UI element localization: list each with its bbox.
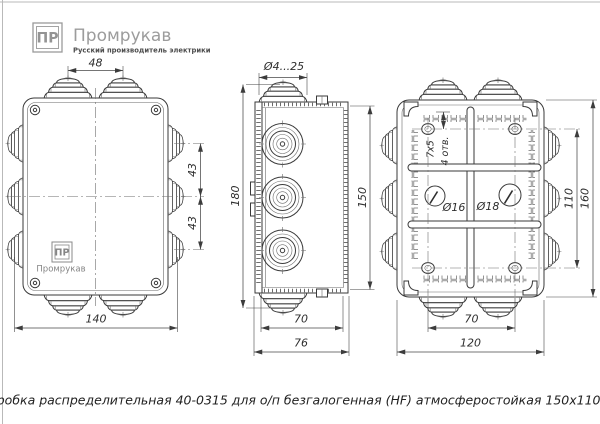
- front-molded-brand: Промрукав: [36, 265, 85, 275]
- side-dim-overall-width-label: 76: [294, 337, 308, 350]
- side-dim-overall-height: 180: [229, 84, 280, 309]
- brand-logo-inner-square: [36, 26, 59, 49]
- back-centerlines: [412, 118, 581, 332]
- back-dim-overall-height: 160: [546, 99, 597, 298]
- front-dim-width: 140: [14, 257, 178, 332]
- brand-name: Промрукав: [73, 26, 171, 46]
- brand-tagline: Русский производитель электрики: [73, 47, 211, 55]
- back-view: Ø16 Ø18 7х5 4 отв. 110 160: [379, 77, 597, 356]
- front-molded-logo: ПР Промрукав: [36, 241, 86, 275]
- back-ribs: [407, 106, 542, 289]
- back-dim-hole-cols-label: 70: [465, 313, 479, 326]
- back-dim-overall-width-label: 120: [460, 337, 481, 350]
- front-molded-monogram: ПР: [55, 248, 70, 259]
- brand-monogram: ПР: [37, 31, 59, 47]
- side-view: Ø4...25 180 150 70 76: [229, 60, 375, 356]
- back-dim-hole-cols: 70: [428, 313, 515, 331]
- front-dim-gland-spacing-label: 48: [89, 57, 103, 70]
- side-dim-gland-range-label: Ø4...25: [263, 60, 304, 73]
- side-dim-body-width: 70: [260, 296, 344, 332]
- front-view: ПР Промрукав 48 43 43 140: [5, 57, 204, 332]
- front-dim-gland-spacing: 48: [67, 57, 124, 77]
- front-dim-side-lower-label: 43: [186, 216, 199, 230]
- back-knockout-large-label: Ø18: [476, 200, 500, 213]
- back-dim-hole-rows-label: 110: [563, 188, 576, 209]
- side-dim-body-height: 150: [350, 105, 375, 290]
- back-dim-slot-label: 7х5: [426, 140, 437, 158]
- side-dim-gland-range: Ø4...25: [258, 60, 308, 95]
- side-dim-overall-width: 76: [253, 296, 350, 356]
- back-dim-overall-width: 120: [396, 300, 545, 356]
- side-dim-body-height-label: 150: [356, 187, 369, 208]
- brand-header: ПР Промрукав Русский производитель элект…: [32, 22, 211, 55]
- front-dim-side-spacing: 43 43: [186, 143, 203, 250]
- back-dim-hole-rows: 110: [563, 129, 580, 268]
- drawing-caption: Коробка распределительная 40-0315 для о/…: [0, 393, 600, 408]
- brand-logo-outer-square: [32, 22, 63, 53]
- back-knockouts: Ø16 Ø18: [424, 183, 522, 214]
- front-dim-side-upper-label: 43: [186, 163, 199, 177]
- back-box-inner-edge: [401, 104, 540, 293]
- back-dim-slot: 7х5 4 отв.: [426, 111, 451, 166]
- back-dim-holes-label: 4 отв.: [440, 136, 451, 165]
- back-knockout-small-label: Ø16: [442, 201, 466, 214]
- side-dim-body-width-label: 70: [294, 313, 308, 326]
- back-dim-overall-height-label: 160: [579, 188, 592, 209]
- side-dim-overall-height-label: 180: [229, 186, 242, 207]
- front-dim-width-label: 140: [86, 313, 107, 326]
